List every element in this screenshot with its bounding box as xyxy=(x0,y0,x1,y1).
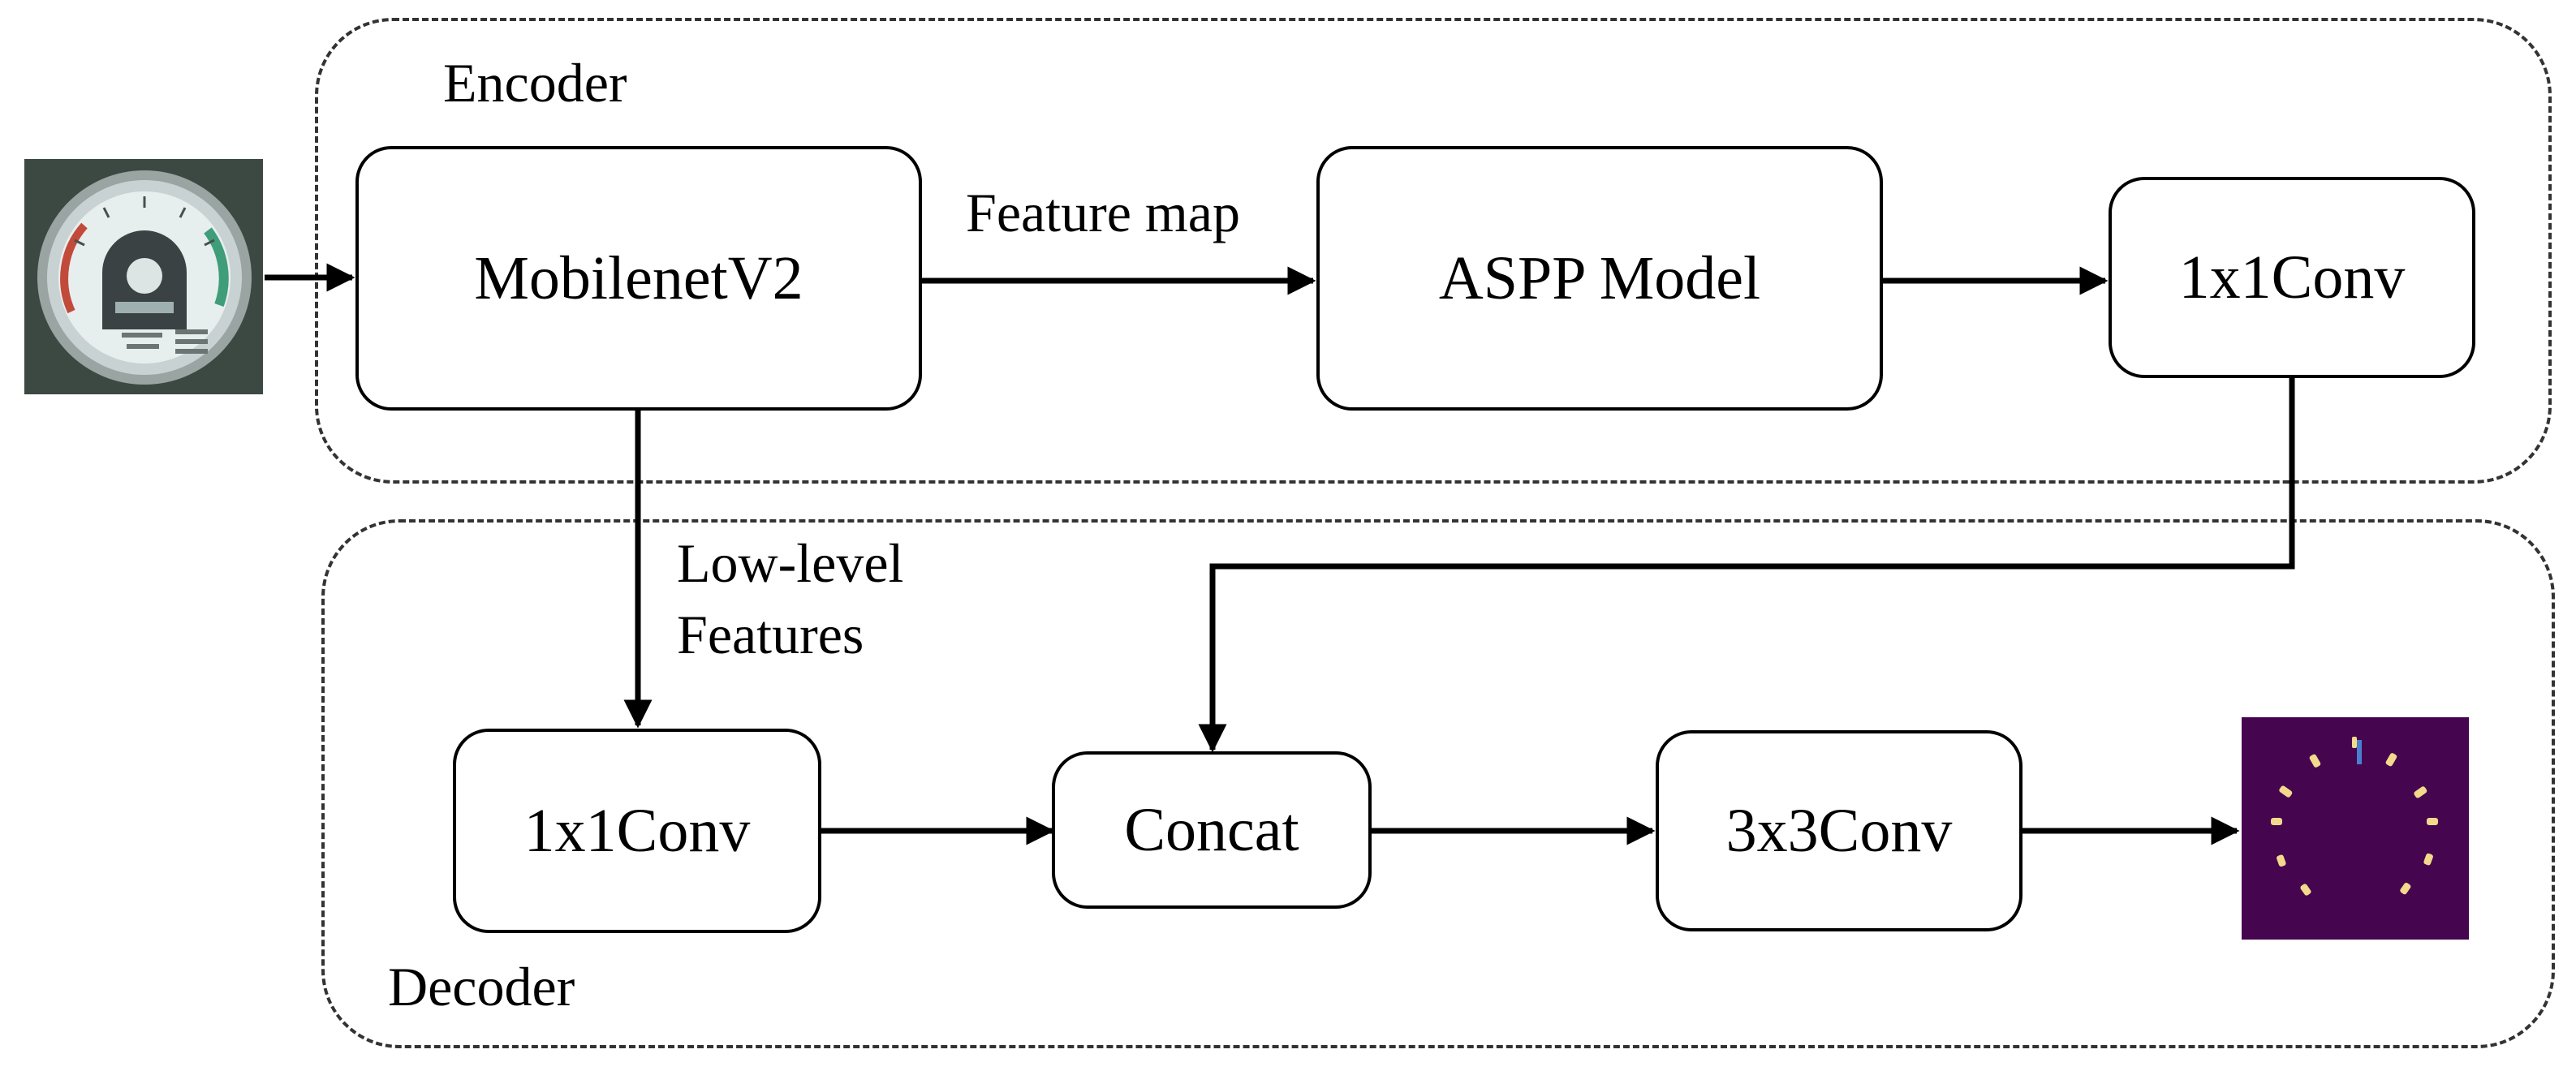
mobilenet-block: MobilenetV2 xyxy=(355,146,922,411)
decoder-label: Decoder xyxy=(388,956,575,1017)
input-gauge-image xyxy=(24,159,263,394)
needle xyxy=(2357,740,2362,764)
aspp-block: ASPP Model xyxy=(1316,146,1883,411)
3x3conv-block: 3x3Conv xyxy=(1656,730,2022,931)
red-zone xyxy=(60,222,88,314)
feature-map-label: Feature map xyxy=(966,182,1240,243)
encoder-region xyxy=(315,18,2552,484)
low-level-features-label: Low-level Features xyxy=(677,527,903,670)
encoder-1x1conv-block: 1x1Conv xyxy=(2109,177,2475,378)
tick-marks xyxy=(2271,737,2438,896)
concat-block: Concat xyxy=(1052,751,1372,909)
low-level-line-1: Low-level xyxy=(677,532,904,594)
encoder-label: Encoder xyxy=(443,52,627,114)
green-zone xyxy=(204,227,229,308)
decoder-1x1conv-block: 1x1Conv xyxy=(453,729,821,933)
output-mask-image xyxy=(2242,717,2469,940)
decoder-region xyxy=(321,519,2555,1048)
arrow-conv-to-concat xyxy=(1198,378,2295,753)
mask-background xyxy=(2242,717,2469,940)
low-level-line-2: Features xyxy=(677,604,864,665)
